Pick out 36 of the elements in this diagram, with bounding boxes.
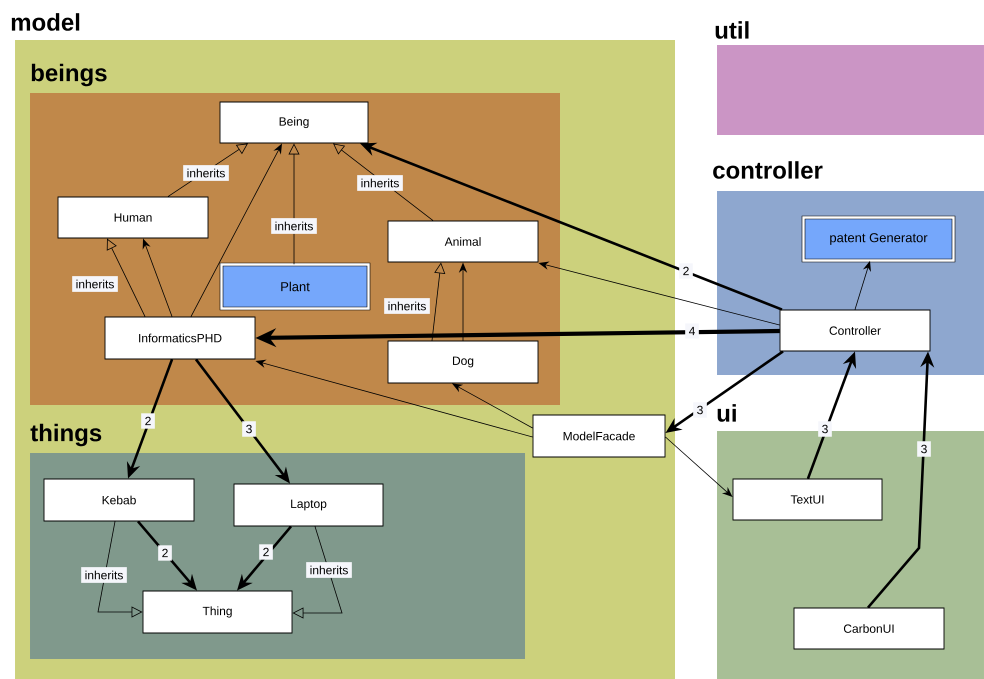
edge-label: inherits xyxy=(72,276,118,292)
edge-label: 3 xyxy=(242,421,256,437)
edge-label: inherits xyxy=(384,298,430,314)
package-heading: controller xyxy=(713,161,823,179)
package-heading: things xyxy=(30,424,102,446)
edge-label: 3 xyxy=(693,402,707,418)
class-box: Dog xyxy=(388,340,538,384)
edge-label: inherits xyxy=(306,562,352,578)
package-heading: util xyxy=(716,21,748,39)
edge-label: 3 xyxy=(917,441,931,457)
edge-label: 3 xyxy=(818,421,832,437)
edge-label: 2 xyxy=(141,413,155,429)
package-heading: ui xyxy=(718,404,736,422)
package-heading: model xyxy=(12,13,80,31)
class-box: patent Generator xyxy=(802,216,956,262)
class-box: CarbonUI xyxy=(794,608,944,650)
class-box: Animal xyxy=(388,220,538,262)
class-box: Laptop xyxy=(234,484,384,526)
class-box: InformaticsPHD xyxy=(104,316,256,360)
edge-label: 2 xyxy=(679,263,693,279)
package-heading: beings xyxy=(32,64,107,86)
class-box: Plant xyxy=(220,262,370,310)
class-box: Thing xyxy=(142,590,292,634)
edge-label: 4 xyxy=(685,323,699,339)
class-box: Kebab xyxy=(44,478,194,522)
edge-label: inherits xyxy=(357,175,403,191)
edge-label: inherits xyxy=(271,218,317,234)
class-box: Human xyxy=(58,196,208,238)
class-box: ModelFacade xyxy=(532,414,666,458)
edge-label: inherits xyxy=(183,165,229,181)
edge-label: 2 xyxy=(158,545,172,561)
class-box: Controller xyxy=(780,310,930,352)
edge-label: inherits xyxy=(81,567,127,583)
class-box: Being xyxy=(220,102,368,144)
edge-label: 2 xyxy=(259,544,273,560)
class-box: TextUI xyxy=(732,478,882,520)
